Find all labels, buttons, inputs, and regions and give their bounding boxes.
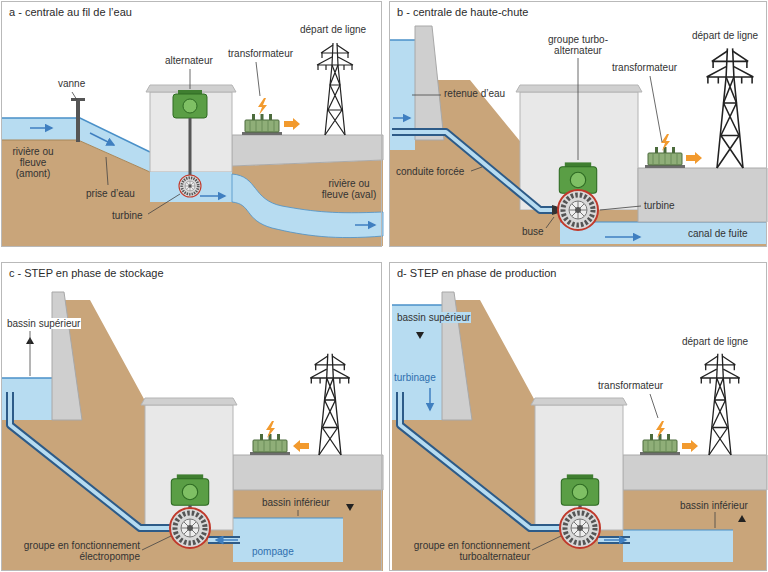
callout-label: rivière ou fleuve (aval) [318, 178, 380, 200]
callout-label: départ de ligne [300, 24, 366, 35]
callout-label: pompage [252, 546, 294, 557]
callout-label: groupe en fonctionnement turboalternateu… [400, 540, 530, 562]
run-of-river-plant [2, 43, 383, 246]
callout-label: groupe turbo-alternateur [528, 34, 628, 56]
callout-label: turbine [112, 210, 143, 221]
panel-frame: c - STEP en phase de stockage [1, 262, 382, 571]
callout-label: bassin supérieur [6, 318, 81, 329]
high-head-plant [390, 26, 767, 246]
callout-label: turbine [644, 200, 675, 211]
callout-label: prise d’eau [86, 188, 135, 199]
panel-title: d- STEP en phase de production [397, 267, 556, 280]
panel-frame: d- STEP en phase de production [389, 262, 767, 571]
callout-label: retenue d’eau [444, 88, 505, 99]
callout-label: groupe en fonctionnement électropompe [10, 540, 140, 562]
callout-label: transformateur [612, 62, 677, 73]
panel-title: c - STEP en phase de stockage [9, 267, 164, 280]
panel-frame: a - centrale au fil de l’eau [1, 1, 382, 247]
panel-title: b - centrale de haute-chute [397, 6, 528, 19]
callout-label: transformateur [228, 48, 293, 59]
callout-label: bassin supérieur [396, 312, 471, 323]
callout-label: départ de ligne [692, 30, 758, 41]
callout-label: vanne [58, 78, 85, 89]
callout-label: conduite forcée [396, 166, 464, 177]
callout-label: bassin inférieur [680, 500, 748, 511]
panel-title: a - centrale au fil de l’eau [9, 6, 132, 19]
callout-label: canal de fuite [688, 228, 748, 239]
callout-label: transformateur [598, 380, 663, 391]
pumped-storage-storing [2, 292, 383, 571]
callout-label: bassin inférieur [262, 497, 330, 508]
callout-label: rivière ou fleuve (amont) [4, 146, 62, 179]
callout-label: départ de ligne [682, 336, 748, 347]
callout-label: buse [522, 226, 544, 237]
callout-label: turbinage [394, 372, 436, 383]
pumped-storage-producing [392, 292, 767, 571]
callout-label: alternateur [165, 55, 213, 66]
